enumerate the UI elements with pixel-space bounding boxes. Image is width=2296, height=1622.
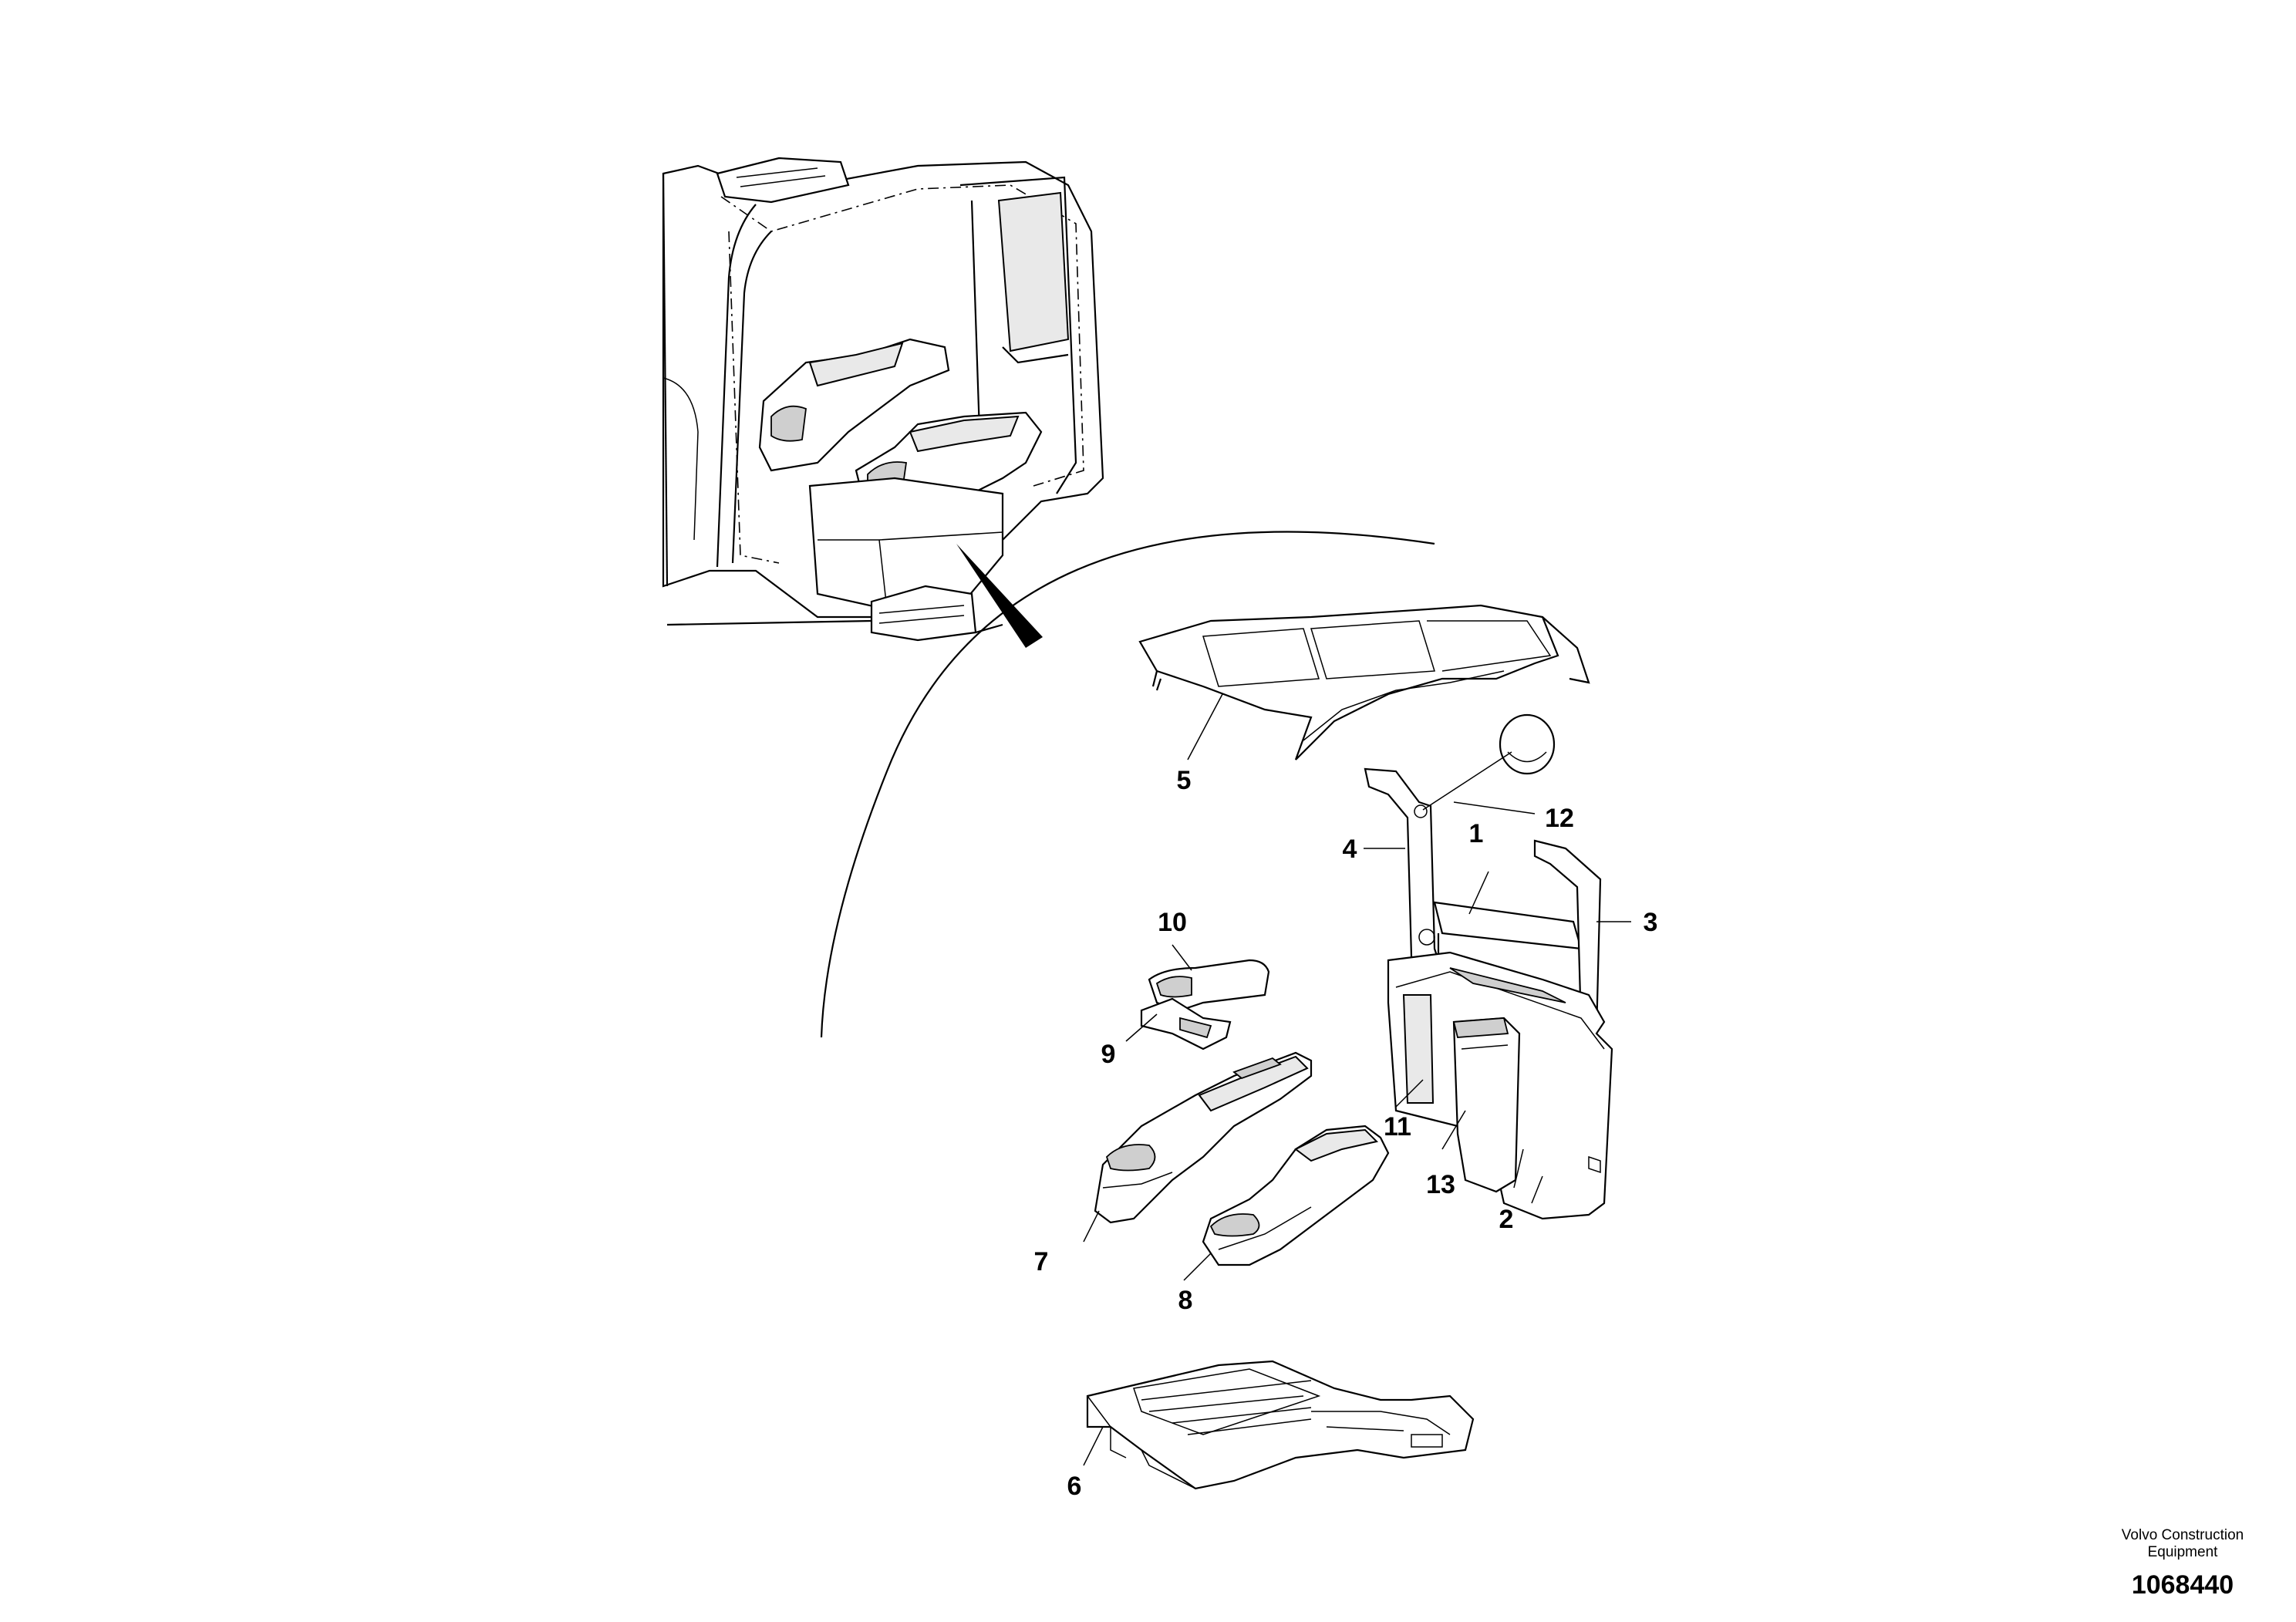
part-rear-post-trim xyxy=(1364,767,1444,981)
part-armrest-base xyxy=(1140,997,1232,1050)
part-armrest-top xyxy=(1148,959,1270,1012)
manufacturer-line-1: Volvo Construction xyxy=(2121,1527,2244,1543)
callout-12: 12 xyxy=(1545,804,1574,833)
manufacturer-label: Volvo Construction Equipment xyxy=(2082,1527,2283,1561)
part-right-console xyxy=(1202,1125,1390,1266)
callout-5: 5 xyxy=(1177,766,1192,795)
callout-10: 10 xyxy=(1158,908,1187,937)
callout-labels: 1 2 3 4 5 6 7 8 9 10 11 12 13 xyxy=(1034,766,1658,1501)
part-floor-mat xyxy=(1086,1360,1475,1490)
part-storage-pocket xyxy=(1452,1017,1521,1193)
part-round-cap xyxy=(1499,713,1556,775)
callout-11: 11 xyxy=(1384,1112,1411,1141)
callout-2: 2 xyxy=(1499,1205,1514,1234)
callout-1: 1 xyxy=(1469,819,1484,848)
part-roof-liner xyxy=(1138,604,1590,760)
callout-8: 8 xyxy=(1178,1286,1193,1315)
cab-overview-illustration xyxy=(662,157,1104,642)
callout-6: 6 xyxy=(1067,1472,1082,1501)
part-left-console xyxy=(1094,1051,1313,1224)
manufacturer-line-2: Equipment xyxy=(2147,1544,2218,1560)
detail-boundary-arc xyxy=(820,531,1435,1038)
detail-pointer xyxy=(956,544,1043,648)
leader-lines xyxy=(1083,693,1631,1466)
drawing-number: 1068440 xyxy=(2131,1570,2234,1600)
callout-4: 4 xyxy=(1343,835,1357,864)
callout-9: 9 xyxy=(1101,1040,1116,1069)
part-rear-window-trim xyxy=(1433,901,1583,956)
callout-13: 13 xyxy=(1426,1170,1455,1199)
callout-3: 3 xyxy=(1644,908,1658,937)
callout-7: 7 xyxy=(1034,1247,1049,1276)
